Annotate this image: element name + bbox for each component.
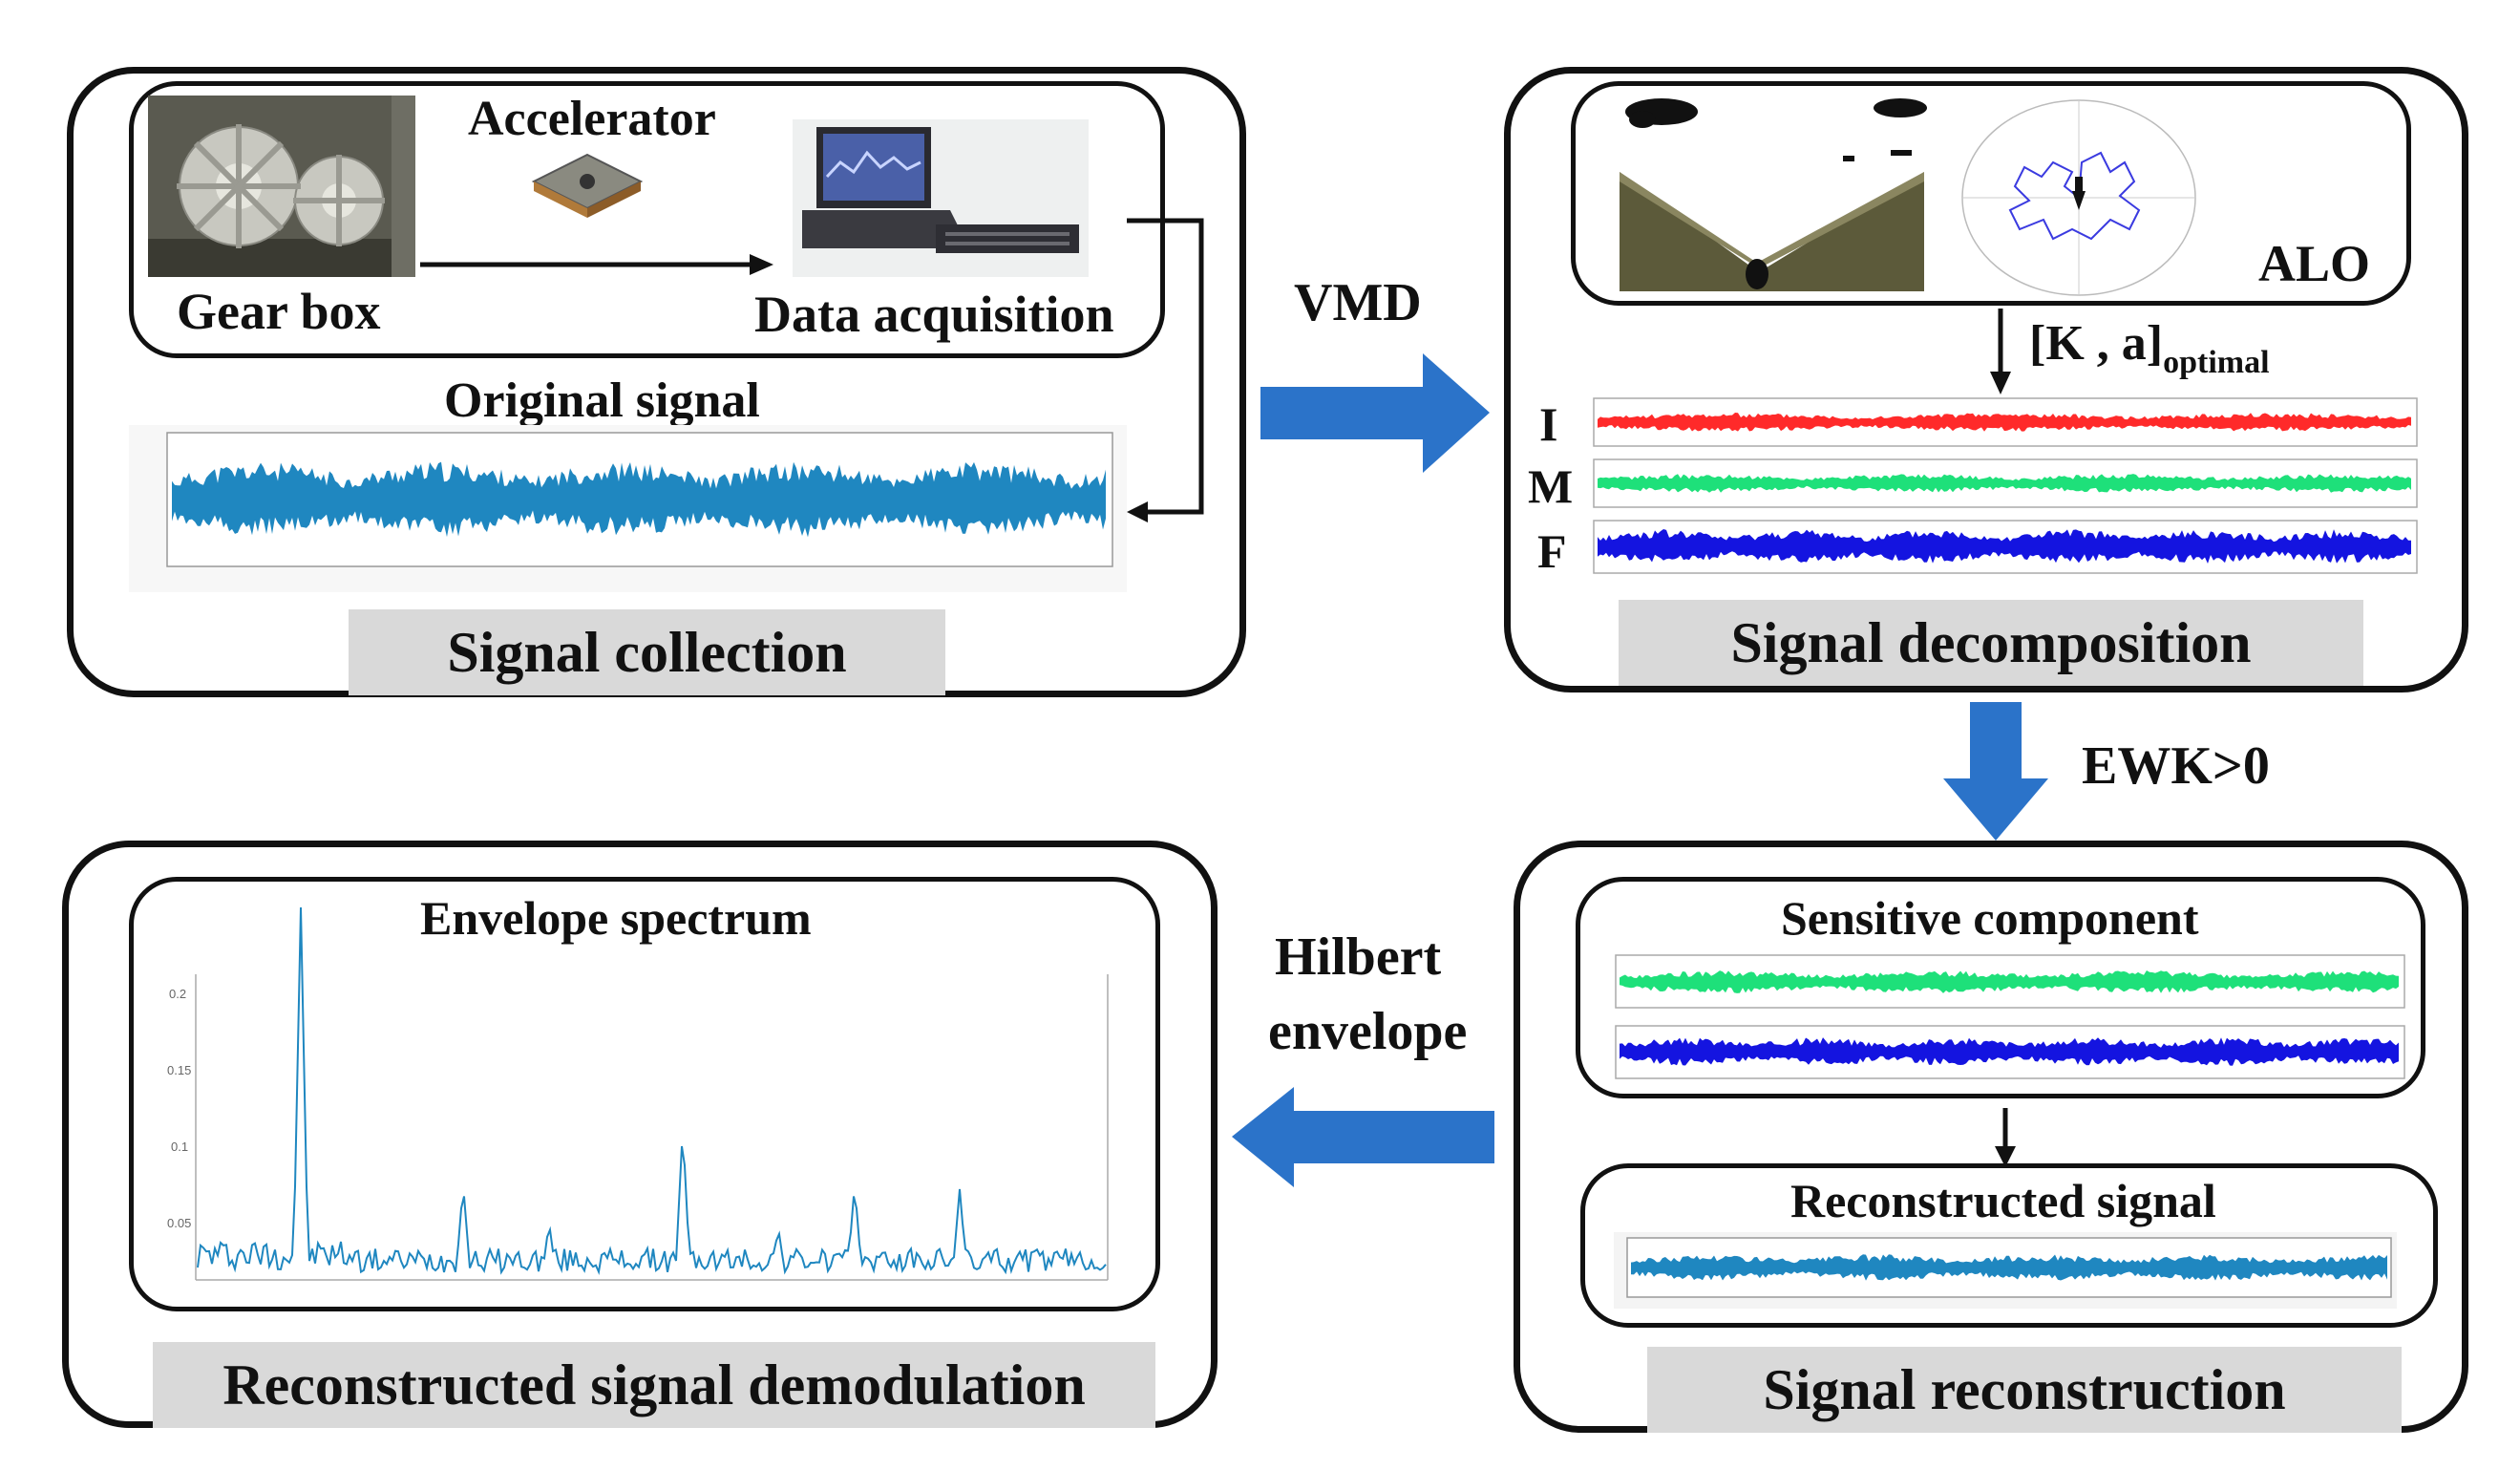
imf-letter-m: M: [1528, 459, 1574, 513]
sensitive-component-title: Sensitive component: [1781, 891, 2199, 945]
hilbert-label-line2: envelope: [1268, 1002, 1468, 1061]
signal-collection-label: Signal collection: [349, 609, 945, 695]
gearbox-label: Gear box: [177, 283, 381, 340]
flow-arrow-daq-to-signal: [1127, 218, 1204, 522]
signal-reconstruction-label: Signal reconstruction: [1647, 1347, 2402, 1433]
original-signal-title: Original signal: [444, 373, 760, 428]
spectrum-y-tick-0.1: 0.1: [171, 1140, 188, 1154]
data-acquisition-label: Data acquisition: [754, 286, 1114, 343]
ewk-arrow: [1943, 702, 2048, 841]
sensitive-component-plots: [1615, 954, 2405, 1079]
demodulation-label: Reconstructed signal demodulation: [153, 1342, 1155, 1428]
original-signal-plot: [129, 425, 1127, 592]
spectrum-y-tick-0.15: 0.15: [167, 1063, 191, 1077]
optimal-params-sub: optimal: [2163, 345, 2270, 380]
reconstructed-signal-title: Reconstructed signal: [1790, 1174, 2216, 1227]
vmd-arrow: [1260, 353, 1490, 473]
gearbox-photo: [148, 96, 415, 277]
ewk-label: EWK>0: [2082, 736, 2270, 796]
arrow-sensitive-to-reconstructed: [1995, 1108, 2016, 1167]
arrow-alo-to-imf: [1990, 309, 2011, 394]
envelope-spectrum-title: Envelope spectrum: [420, 891, 812, 945]
optimal-params-label: [K , a]optimal: [2029, 315, 2270, 381]
spectrum-y-tick-0.2: 0.2: [169, 987, 186, 1001]
antlion-pit-illustration: [1620, 98, 1927, 291]
imf-letter-f: F: [1537, 524, 1567, 578]
alo-label: ALO: [2258, 235, 2371, 292]
accelerator-label: Accelerator: [468, 92, 716, 146]
flow-arrow-gearbox-to-daq: [420, 254, 773, 275]
imf-letter-i: I: [1539, 397, 1558, 451]
signal-decomposition-label: Signal decomposition: [1619, 600, 2363, 686]
laptop-daq-icon: [793, 119, 1089, 277]
envelope-spectrum-plot: 0.2 0.15 0.1 0.05: [167, 906, 1109, 1281]
accelerometer-icon: [531, 153, 644, 218]
reconstructed-signal-plot: [1614, 1232, 2397, 1309]
hilbert-arrow: [1232, 1087, 1494, 1187]
imf-plots: [1593, 397, 2418, 574]
hilbert-label-line1: Hilbert: [1275, 927, 1442, 987]
random-walk-icon: [1961, 99, 2196, 296]
spectrum-y-tick-0.05: 0.05: [167, 1216, 191, 1230]
optimal-params-main: [K , a]: [2029, 316, 2164, 371]
vmd-label: VMD: [1294, 273, 1422, 332]
